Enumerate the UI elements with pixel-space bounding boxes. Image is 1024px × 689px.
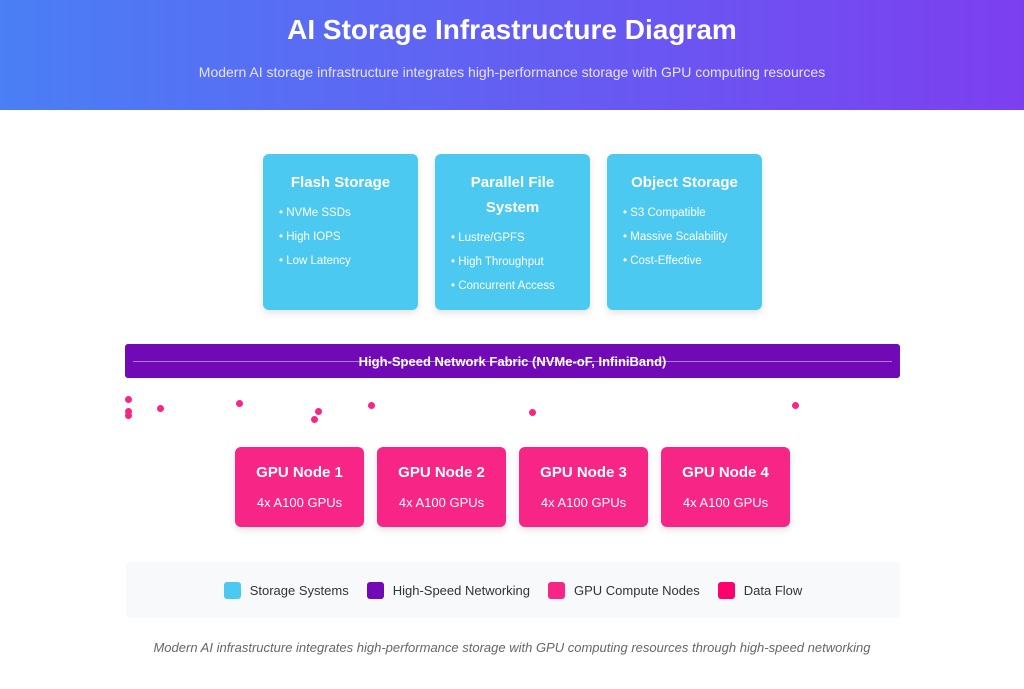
- storage-title: Parallel File System: [470, 174, 555, 216]
- header: AI Storage Infrastructure Diagram Modern…: [0, 0, 1024, 110]
- storage-title: Object Storage: [631, 174, 738, 191]
- data-flow-dot: [157, 405, 164, 412]
- data-flow-dot: [125, 408, 132, 415]
- page-title: AI Storage Infrastructure Diagram: [287, 14, 737, 45]
- data-flow-dot: [125, 396, 132, 403]
- data-flow-dot: [236, 400, 243, 407]
- storage-feature: High Throughput: [451, 250, 580, 274]
- gpu-title: GPU Node 3: [540, 464, 627, 481]
- storage-parallel-fs: Parallel File System Lustre/GPFSHigh Thr…: [435, 154, 590, 310]
- gpu-title: GPU Node 2: [398, 464, 485, 481]
- legend-label: Data Flow: [743, 582, 803, 598]
- page-subtitle: Modern AI storage infrastructure integra…: [198, 64, 826, 80]
- legend-swatch: [548, 581, 566, 599]
- gpu-spec: 4x A100 GPUs: [540, 495, 627, 510]
- storage-feature: Low Latency: [279, 249, 408, 273]
- data-flow-dot: [529, 409, 536, 416]
- legend-label: GPU Compute Nodes: [574, 582, 700, 598]
- gpu-node-4: GPU Node 4 4x A100 GPUs: [661, 447, 790, 527]
- storage-feature: Concurrent Access: [451, 274, 580, 298]
- gpu-title: GPU Node 4: [682, 464, 769, 481]
- storage-title: Flash Storage: [290, 174, 391, 191]
- legend-item: Storage Systems: [223, 581, 349, 599]
- legend-label: Storage Systems: [249, 582, 349, 598]
- storage-flash: Flash Storage NVMe SSDsHigh IOPSLow Late…: [263, 154, 418, 310]
- data-flow-dot: [368, 402, 375, 409]
- storage-feature: Massive Scalability: [623, 225, 752, 249]
- legend-item: Data Flow: [717, 581, 803, 599]
- gpu-spec: 4x A100 GPUs: [682, 495, 769, 510]
- data-flow-dot: [315, 408, 322, 415]
- gpu-node-1: GPU Node 1 4x A100 GPUs: [235, 447, 364, 527]
- data-flow-dot: [792, 402, 799, 409]
- gpu-spec: 4x A100 GPUs: [398, 495, 485, 510]
- gpu-node-3: GPU Node 3 4x A100 GPUs: [519, 447, 648, 527]
- fabric-line: [133, 361, 892, 362]
- storage-feature: NVMe SSDs: [279, 201, 408, 225]
- caption: Modern AI infrastructure integrates high…: [153, 640, 871, 655]
- legend-label: High-Speed Networking: [392, 582, 531, 598]
- storage-feature: Lustre/GPFS: [451, 226, 580, 250]
- legend-swatch: [717, 581, 735, 599]
- storage-feature: High IOPS: [279, 225, 408, 249]
- gpu-spec: 4x A100 GPUs: [256, 495, 343, 510]
- legend-item: High-Speed Networking: [366, 581, 531, 599]
- storage-object: Object Storage S3 CompatibleMassive Scal…: [607, 154, 762, 310]
- legend-swatch: [223, 581, 241, 599]
- storage-feature: Cost-Effective: [623, 249, 752, 273]
- gpu-title: GPU Node 1: [256, 464, 343, 481]
- fabric-label: High-Speed Network Fabric (NVMe-oF, Infi…: [358, 353, 667, 369]
- legend: Storage Systems High-Speed Networking GP…: [126, 562, 900, 618]
- network-fabric: High-Speed Network Fabric (NVMe-oF, Infi…: [125, 344, 900, 378]
- data-flow-dot: [311, 416, 318, 423]
- data-flow-dot: [125, 412, 132, 419]
- legend-item: GPU Compute Nodes: [548, 581, 700, 599]
- storage-feature: S3 Compatible: [623, 201, 752, 225]
- gpu-node-2: GPU Node 2 4x A100 GPUs: [377, 447, 506, 527]
- legend-swatch: [366, 581, 384, 599]
